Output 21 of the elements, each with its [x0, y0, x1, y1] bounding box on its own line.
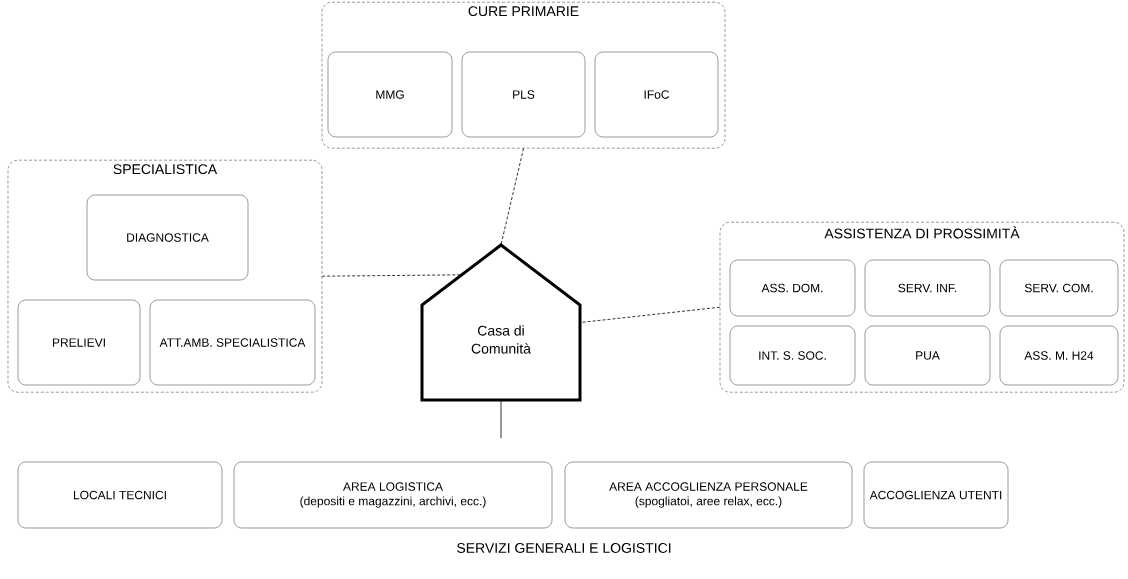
service-box: ASS. M. H24: [999, 325, 1119, 386]
service-box: LOCALI TECNICI: [17, 461, 223, 529]
service-box: AREA LOGISTICA (depositi e magazzini, archivi, ecc.): [233, 461, 553, 529]
connector-line: [500, 399, 502, 439]
service-box: SERV. COM.: [999, 259, 1119, 317]
service-box: IFoC: [594, 51, 719, 138]
connector-line: [500, 148, 524, 246]
service-box: PUA: [864, 325, 991, 386]
service-box: ATT.AMB. SPECIALISTICA: [149, 299, 316, 386]
connector-line: [321, 274, 462, 277]
service-box: AREA ACCOGLIENZA PERSONALE (spogliatoi, aree relax, ecc.): [564, 461, 853, 529]
service-box: PRELIEVI: [17, 299, 141, 386]
service-box: MMG: [327, 51, 453, 138]
section-caption: SERVIZI GENERALI E LOGISTICI: [457, 543, 671, 553]
connector-line: [579, 306, 721, 323]
service-box: SERV. INF.: [864, 259, 991, 317]
service-box: DIAGNOSTICA: [86, 194, 249, 281]
service-box: ACCOGLIENZA UTENTI: [863, 461, 1009, 529]
service-box: PLS: [461, 51, 586, 138]
service-box: ASS. DOM.: [729, 259, 856, 317]
service-box: INT. S. SOC.: [729, 325, 856, 386]
